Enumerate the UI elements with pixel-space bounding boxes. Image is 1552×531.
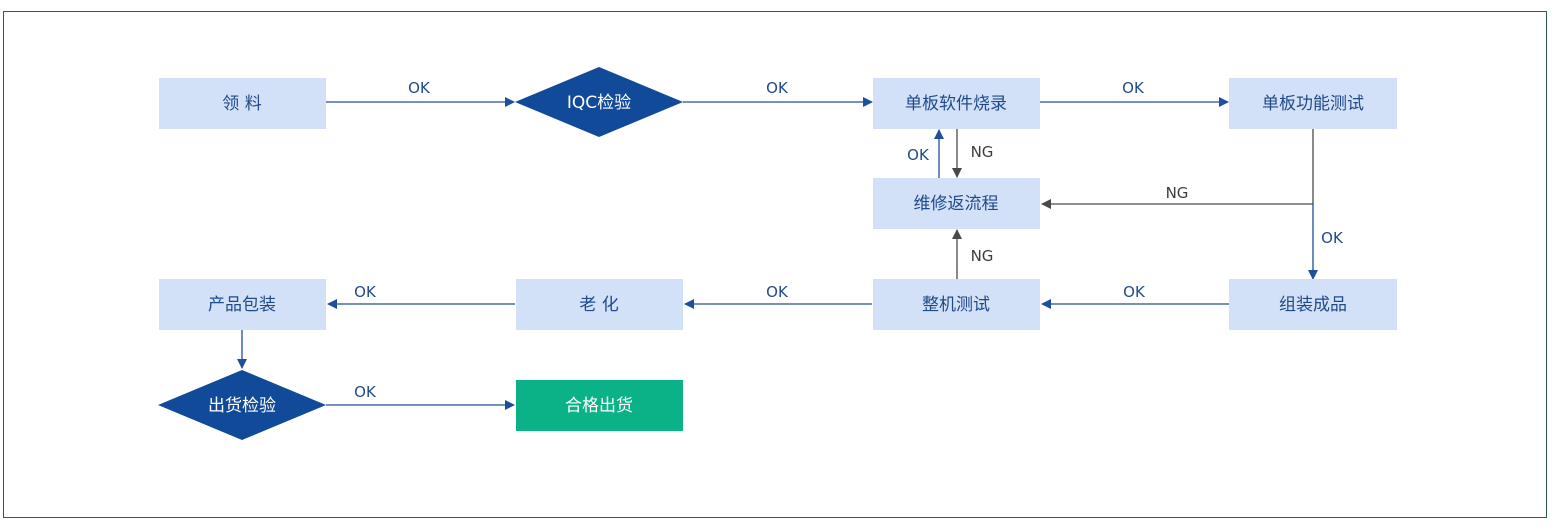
node-system-test-label: 整机测试	[922, 295, 990, 315]
node-ship-inspect-decision: 出货检验	[158, 370, 326, 440]
node-system-test: 整机测试	[873, 279, 1040, 330]
edge-label-aging-to-packaging: OK	[354, 283, 377, 301]
node-lingliao: 领 料	[159, 78, 326, 129]
edge-label-system-to-repair: NG	[971, 247, 994, 265]
edge-label-inspect-to-ship: OK	[354, 383, 377, 401]
node-lingliao-label: 领 料	[222, 94, 261, 114]
node-packaging: 产品包装	[159, 279, 326, 330]
edge-label-repair-to-burn: OK	[907, 146, 930, 164]
node-repair: 维修返流程	[873, 178, 1040, 229]
node-assembly: 组装成品	[1229, 279, 1397, 330]
node-repair-label: 维修返流程	[914, 194, 999, 214]
diagram-frame	[3, 11, 1547, 518]
node-iqc-decision: IQC检验	[515, 67, 683, 137]
edge-label-system-to-aging: OK	[766, 283, 789, 301]
node-burn-label: 单板软件烧录	[905, 94, 1007, 114]
node-burn: 单板软件烧录	[873, 78, 1040, 129]
node-func-test-label: 单板功能测试	[1262, 94, 1364, 114]
node-aging-label: 老 化	[579, 295, 618, 315]
edge-label-func-to-assembly: OK	[1321, 229, 1344, 247]
node-aging: 老 化	[516, 279, 683, 330]
node-iqc-label: IQC检验	[567, 93, 631, 113]
node-qualified-ship: 合格出货	[516, 380, 683, 431]
edge-label-iqc-to-burn: OK	[766, 79, 789, 97]
node-func-test: 单板功能测试	[1229, 78, 1397, 129]
node-qualified-ship-label: 合格出货	[565, 396, 633, 416]
node-packaging-label: 产品包装	[208, 295, 276, 315]
edge-label-burn-to-func: OK	[1122, 79, 1145, 97]
edge-label-lingliao-to-iqc: OK	[408, 79, 431, 97]
edge-label-func-to-repair: NG	[1166, 184, 1189, 202]
node-assembly-label: 组装成品	[1279, 295, 1347, 315]
edge-label-burn-to-repair: NG	[971, 143, 994, 161]
edge-label-assembly-to-system: OK	[1123, 283, 1146, 301]
node-ship-inspect-label: 出货检验	[208, 396, 276, 416]
